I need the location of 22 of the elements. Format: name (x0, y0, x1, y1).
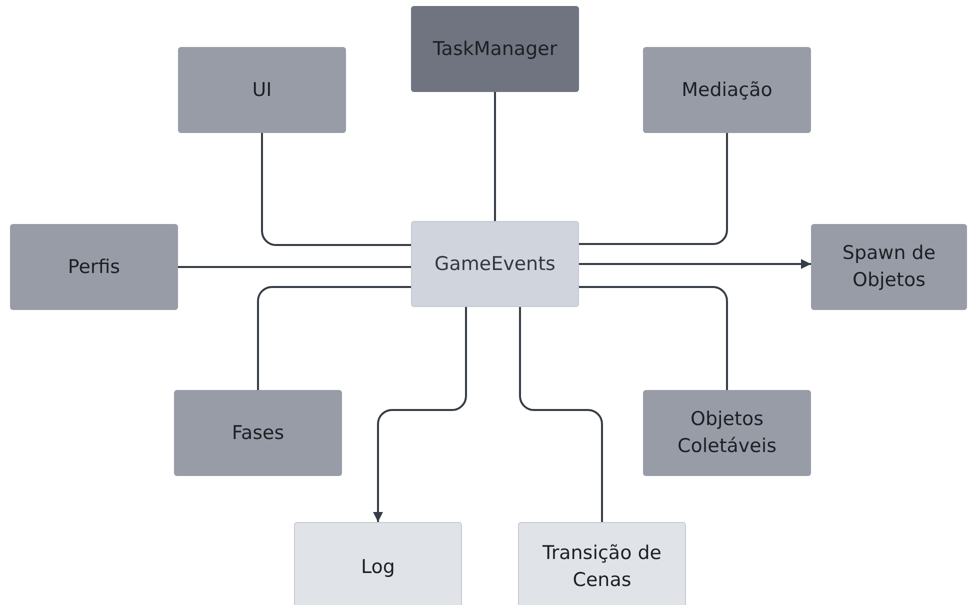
process-box (411, 6, 579, 92)
node-label: UI (251, 78, 273, 103)
process-box (411, 221, 579, 307)
process-box (178, 47, 346, 133)
node-label: Log (360, 554, 396, 580)
node-label: Objetos Coletáveis (676, 407, 778, 459)
node-label: Spawn de Objetos (841, 241, 937, 293)
process-box (174, 390, 342, 476)
node-label: Transição de Cenas (542, 541, 662, 593)
node-label: GameEvents (434, 252, 556, 277)
node-label: TaskManager (432, 36, 558, 62)
connector-arrow (579, 259, 811, 269)
node-label: Perfis (66, 254, 122, 280)
connector-arrow (373, 307, 467, 522)
node-label: Mediação (680, 78, 774, 103)
process-box (643, 390, 811, 476)
node-label: Fases (230, 420, 286, 446)
process-box (811, 224, 967, 310)
process-box (643, 47, 811, 133)
process-box (10, 224, 178, 310)
process-box (518, 522, 686, 605)
process-box (294, 522, 462, 605)
